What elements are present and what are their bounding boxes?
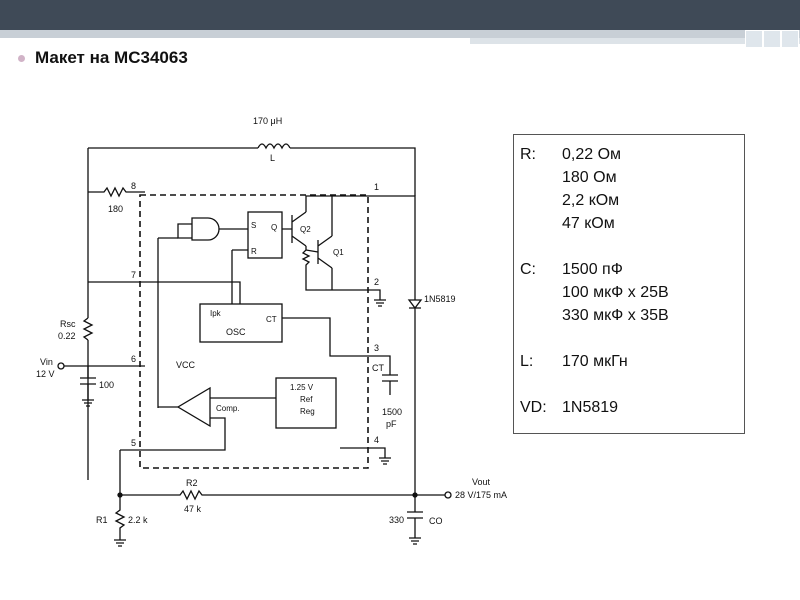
decor-square	[745, 30, 763, 48]
ct-label: CT	[372, 363, 384, 373]
q1-label: Q1	[333, 248, 344, 257]
ct-value-2: pF	[386, 419, 397, 429]
wire	[145, 397, 276, 451]
r1-resistor	[114, 495, 126, 547]
rsc-resistor	[82, 317, 94, 341]
ground-pin2	[340, 289, 386, 307]
pin-6: 6	[131, 354, 136, 364]
ff-r: R	[251, 247, 257, 256]
diode-label: 1N5819	[424, 294, 456, 304]
q2-transistor	[291, 211, 307, 247]
vd-value: 1N5819	[562, 399, 619, 416]
ref-label-3: Reg	[300, 407, 315, 416]
r180-resistor	[88, 186, 145, 198]
wire	[305, 249, 319, 253]
r-label: R:	[520, 146, 536, 163]
c-value: 1500 пФ	[562, 261, 623, 278]
decor-square	[781, 30, 799, 48]
q2-label: Q2	[300, 225, 311, 234]
pin-4: 4	[374, 435, 379, 445]
wire	[177, 223, 292, 239]
comparator	[176, 386, 211, 428]
ct-value-1: 1500	[382, 407, 402, 417]
ground-pin4	[340, 447, 391, 465]
vin-value: 12 V	[36, 369, 55, 379]
wire	[119, 449, 145, 495]
wire	[290, 147, 416, 196]
cin-capacitor	[80, 366, 96, 407]
vd-label: VD:	[520, 399, 547, 416]
osc-ct-label: CT	[266, 315, 277, 324]
r2-label: R2	[186, 478, 198, 488]
ref-reg-block	[275, 377, 337, 429]
r-value: 180 Ом	[562, 169, 617, 186]
inductor	[257, 143, 291, 150]
wire	[301, 246, 340, 291]
c-value: 330 мкФ х 35В	[562, 307, 669, 324]
pin-8: 8	[131, 181, 136, 191]
title-bar-accent-2	[470, 38, 800, 44]
wire	[157, 237, 178, 408]
slide-heading: Макет на МС34063	[18, 48, 188, 68]
inductor-value: 170 μH	[253, 116, 282, 126]
slide-title: Макет на МС34063	[35, 48, 188, 67]
pin-2: 2	[374, 277, 379, 287]
ff-q: Q	[271, 223, 277, 232]
ref-label-1: 1.25 V	[290, 383, 314, 392]
pin-3: 3	[374, 343, 379, 353]
cin-value: 100	[99, 380, 114, 390]
co-value: 330	[389, 515, 404, 525]
osc-block	[199, 303, 283, 343]
osc-label: OSC	[226, 327, 246, 337]
parts-list-panel: R: 0,22 Ом 180 Ом 2,2 кОм 47 кОм С: 1500 п…	[513, 134, 745, 434]
vout-value: 28 V/175 mA	[455, 490, 507, 500]
inductor-label: L	[270, 153, 275, 163]
r1-label: R1	[96, 515, 108, 525]
r2-value: 47 k	[184, 504, 202, 514]
r1-value: 2.2 k	[128, 515, 148, 525]
vcc-label: VCC	[176, 360, 196, 370]
vin-terminal	[57, 362, 65, 370]
r2-resistor	[120, 489, 415, 501]
pin-7: 7	[131, 270, 136, 280]
flip-flop	[247, 211, 283, 259]
title-bar-accent	[0, 30, 800, 38]
c-value: 100 мкФ х 25В	[562, 284, 669, 301]
pin-1: 1	[374, 182, 379, 192]
r-value: 2,2 кОм	[562, 192, 620, 209]
co-capacitor	[407, 495, 423, 545]
ipk-label: Ipk	[210, 309, 222, 318]
vin-label: Vin	[40, 357, 53, 367]
and-gate	[191, 217, 220, 241]
wire	[88, 281, 241, 304]
ct-capacitor	[300, 317, 398, 395]
r180-value: 180	[108, 204, 123, 214]
diode-1n5819	[407, 292, 423, 495]
vout-terminal	[444, 491, 452, 499]
ff-s: S	[251, 221, 256, 230]
l-label: L:	[520, 353, 534, 370]
title-bar	[0, 0, 800, 30]
rsc-value: 0.22	[58, 331, 76, 341]
wire	[340, 195, 416, 292]
c-label: С:	[520, 261, 536, 278]
co-label: CO	[429, 516, 443, 526]
ic-outline	[139, 194, 369, 469]
r-value: 47 кОм	[562, 215, 615, 232]
comp-label: Comp.	[216, 404, 240, 413]
bullet-icon	[18, 54, 25, 62]
ref-label-2: Ref	[300, 395, 313, 404]
l-value: 170 мкГн	[562, 353, 628, 370]
r-value: 0,22 Ом	[562, 146, 622, 163]
wire	[231, 249, 248, 304]
rsc-label: Rsc	[60, 319, 76, 329]
q1-transistor	[305, 195, 340, 269]
pin-5: 5	[131, 438, 136, 448]
decor-square	[763, 30, 781, 48]
vout-label: Vout	[472, 477, 491, 487]
